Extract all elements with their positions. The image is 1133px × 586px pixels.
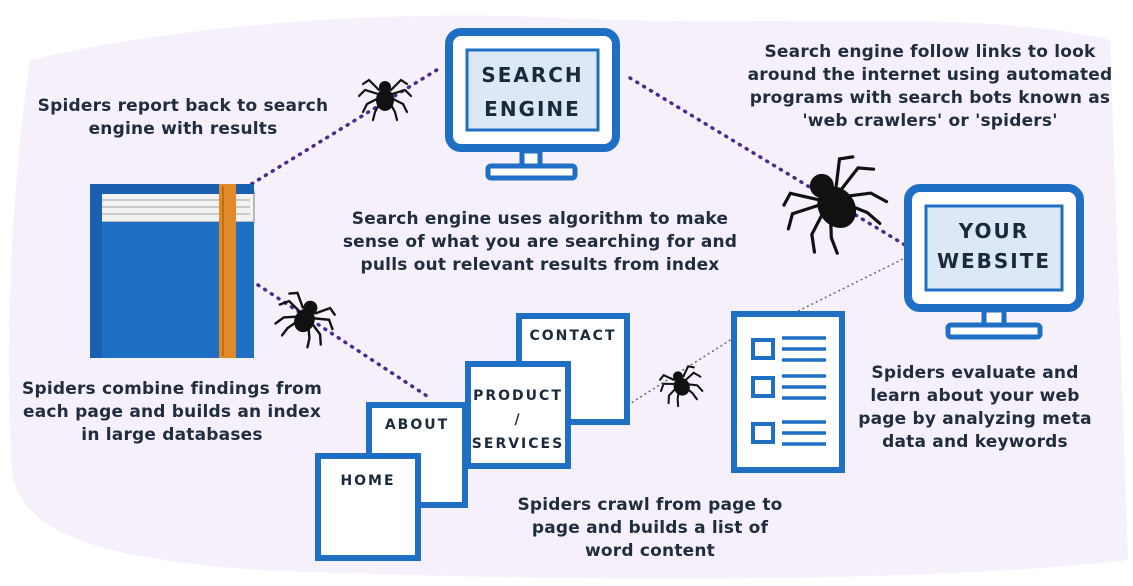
spider-icon xyxy=(274,291,336,349)
caption-algorithm: Search engine uses algorithm to make sen… xyxy=(342,209,738,275)
page-label-home: HOME xyxy=(340,473,396,489)
book-icon xyxy=(90,184,255,358)
spider-icon xyxy=(782,155,889,255)
caption-evaluate: Spiders evaluate and learn about your we… xyxy=(858,363,1092,452)
search-engine-label-line1: SEARCH xyxy=(481,63,584,87)
caption-report: Spiders report back to search engine wit… xyxy=(37,96,329,139)
page-label-services: SERVICES xyxy=(471,436,565,452)
search-engine-label: SEARCH ENGINE xyxy=(467,58,598,126)
page-label-product: PRODUCT xyxy=(473,388,563,404)
connector-book-search xyxy=(243,66,442,190)
spider-icon xyxy=(357,78,413,122)
pages-group xyxy=(315,313,630,561)
your-website-label-line1: YOUR xyxy=(958,219,1030,243)
connector-lines xyxy=(243,66,907,400)
page-label-product-services: PRODUCT / SERVICES xyxy=(468,384,568,456)
document-list-icon xyxy=(731,311,845,473)
page-label-contact: CONTACT xyxy=(529,328,617,344)
thin-connector-lines xyxy=(597,257,906,425)
your-website-label-line2: WEBSITE xyxy=(936,249,1052,273)
page-label-slash: / xyxy=(514,412,522,428)
search-engine-label-line2: ENGINE xyxy=(484,97,581,121)
connector-search-website xyxy=(628,76,907,247)
connector-book-pages xyxy=(256,283,432,400)
your-website-label: YOUR WEBSITE xyxy=(926,216,1062,276)
caption-follow: Search engine follow links to look aroun… xyxy=(747,42,1113,131)
page-icon xyxy=(315,453,421,561)
page-label-about: ABOUT xyxy=(384,417,450,433)
spider-icon xyxy=(659,365,704,408)
monitor-icon xyxy=(445,28,620,181)
monitor-icon xyxy=(904,184,1084,340)
caption-combine: Spiders combine findings from each page … xyxy=(22,379,322,445)
caption-crawl: Spiders crawl from page to page and buil… xyxy=(517,495,783,561)
